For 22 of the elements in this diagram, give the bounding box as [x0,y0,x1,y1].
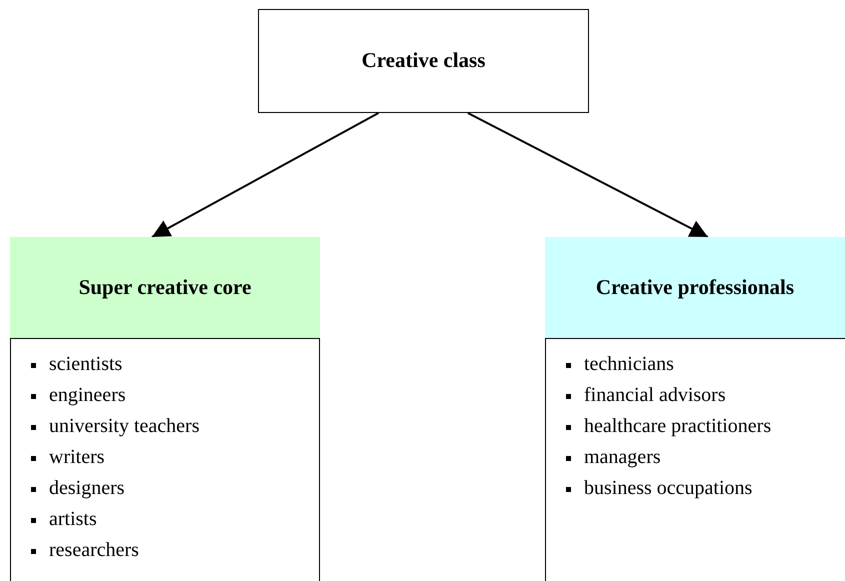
category-box [258,9,589,113]
list-item: engineers [49,383,126,408]
category-title: Creative class [362,47,486,74]
list-item: designers [49,476,125,501]
list-item: technicians [584,352,674,377]
list-item: managers [584,445,661,470]
list-item: writers [49,445,105,470]
list-box [545,338,845,581]
list-item: artists [49,507,97,532]
category-title: Creative professionals [596,274,794,301]
category-box [545,237,845,338]
category-box [10,237,320,338]
list-item: business occupations [584,476,752,501]
list-item: healthcare practitioners [584,414,772,439]
category-title: Super creative core [78,274,252,301]
list-item: university teachers [49,414,200,439]
list-item: scientists [49,352,122,377]
list-item: financial advisors [584,383,726,408]
list-item: researchers [49,538,139,563]
arrow [467,112,708,238]
list-box [10,338,320,581]
arrow [152,112,379,238]
